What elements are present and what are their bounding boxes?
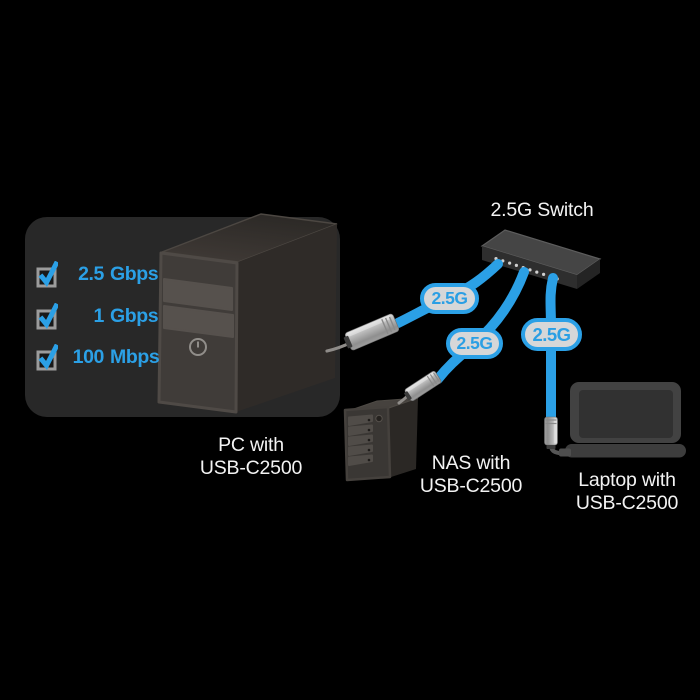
laptop-label-line2: USB-C2500 [575, 492, 679, 514]
speed-unit: Mbps [110, 346, 160, 368]
laptop-screen [579, 390, 673, 438]
laptop-plug [559, 448, 571, 457]
nas-label-line1: NAS with [431, 452, 511, 474]
pc-label-line2: USB-C2500 [199, 457, 303, 479]
laptop-label: Laptop with USB-C2500 [576, 469, 678, 515]
switch-label-text: 2.5G Switch [490, 199, 594, 221]
pc-label: PC with USB-C2500 [200, 434, 302, 480]
pc-drive-bay [163, 278, 233, 311]
pc-label-line1: PC with [218, 434, 284, 456]
speed-unit: Gbps [110, 263, 159, 285]
speed-badge-switch-laptop: 2.5G [521, 318, 582, 351]
checked-checkbox-icon [36, 302, 58, 329]
nas-illustration [343, 397, 419, 482]
speed-badge-switch-nas: 2.5G [446, 328, 503, 359]
power-icon [189, 338, 207, 356]
nas-label: NAS with USB-C2500 [420, 452, 522, 498]
checked-checkbox-icon [36, 344, 58, 371]
speed-value: 100 [72, 346, 105, 368]
speed-value: 2.5 [78, 263, 104, 285]
nas-label-line2: USB-C2500 [419, 475, 523, 497]
pc-tower-illustration [157, 213, 338, 414]
switch-end-face [577, 259, 600, 289]
switch-label: 2.5G Switch [491, 199, 594, 222]
laptop-base [565, 444, 686, 458]
speed-item-100-mbps: 100 Mbps [36, 344, 160, 371]
pc-side-face [236, 224, 337, 412]
usb-c2500-adapter-laptop [544, 416, 558, 449]
usb-c2500-adapter-nas [404, 370, 442, 402]
pc-drive-bay [163, 305, 234, 338]
speed-badge-pc-switch: 2.5G [420, 283, 479, 314]
nas-power-button [375, 414, 383, 423]
speed-value: 1 [93, 304, 105, 327]
speed-item-1-gbps: 1 Gbps [36, 302, 159, 330]
laptop-illustration [565, 382, 686, 458]
usb-c2500-adapter-pc [343, 313, 400, 351]
speed-unit: Gbps [110, 304, 159, 327]
laptop-label-line1: Laptop with [578, 469, 676, 491]
checked-checkbox-icon [36, 261, 58, 288]
speed-item-2-5-gbps: 2.5 Gbps [36, 261, 159, 288]
nas-side-face [386, 398, 418, 478]
nas-drive-bays [348, 414, 373, 466]
